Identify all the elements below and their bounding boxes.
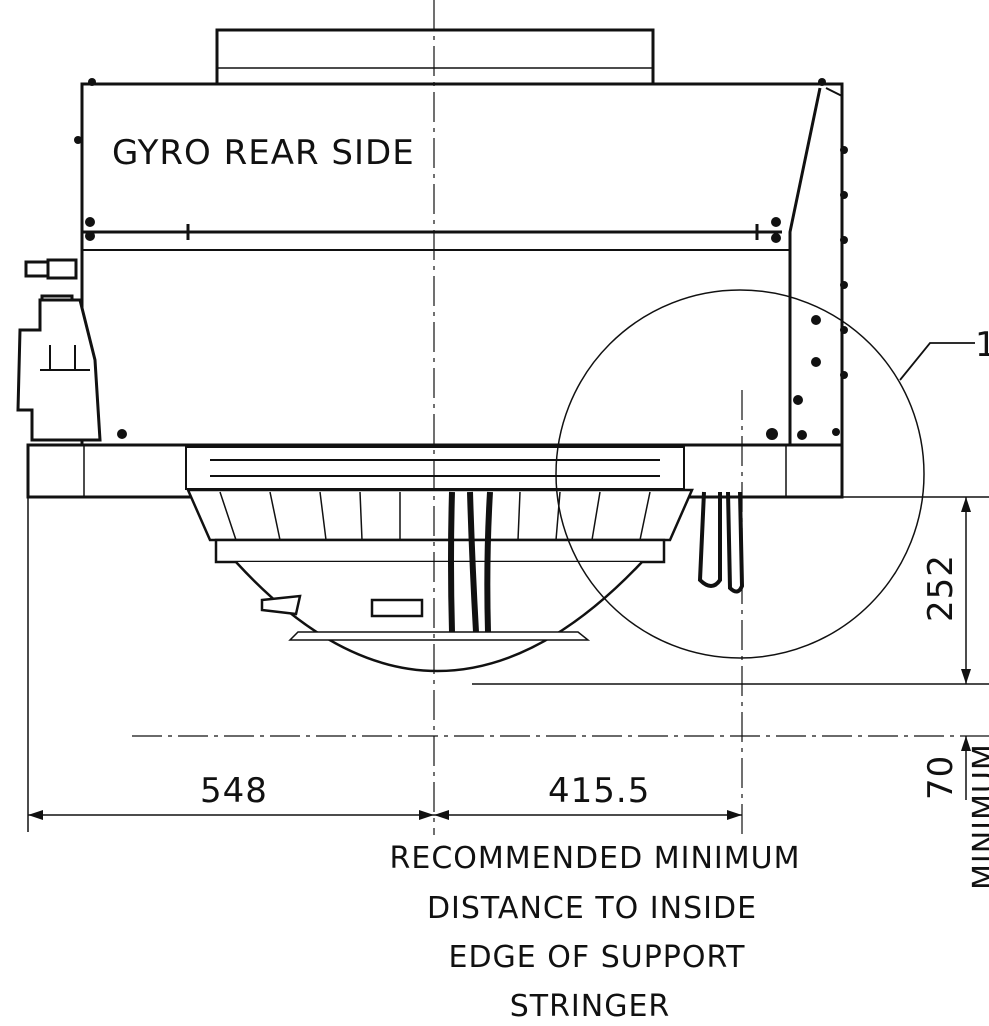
note-line: DISTANCE TO INSIDE bbox=[427, 891, 757, 926]
base-plate bbox=[26, 443, 844, 499]
gyro-housing bbox=[74, 78, 848, 447]
bottom-dome bbox=[186, 488, 745, 673]
left-fittings bbox=[16, 258, 102, 442]
side-label: GYRO REAR SIDE bbox=[112, 133, 415, 173]
note-line: EDGE OF SUPPORT bbox=[449, 940, 746, 975]
dimensions bbox=[27, 496, 989, 832]
dimension-252: 252 bbox=[921, 554, 961, 622]
callout-number: 1 bbox=[975, 325, 989, 365]
minimum-vertical-label: MINIMUM bbox=[967, 743, 989, 890]
note-line: STRINGER bbox=[510, 989, 671, 1024]
centerlines bbox=[132, 0, 989, 835]
note-line: RECOMMENDED MINIMUM bbox=[390, 841, 801, 876]
detail-circle: 1 bbox=[555, 289, 989, 659]
recommendation-note: RECOMMENDED MINIMUM DISTANCE TO INSIDE E… bbox=[390, 841, 801, 1024]
dimension-548: 548 bbox=[200, 771, 268, 811]
top-box bbox=[215, 28, 655, 86]
dimension-415-5: 415.5 bbox=[548, 771, 650, 811]
dimension-70: 70 bbox=[921, 755, 961, 800]
